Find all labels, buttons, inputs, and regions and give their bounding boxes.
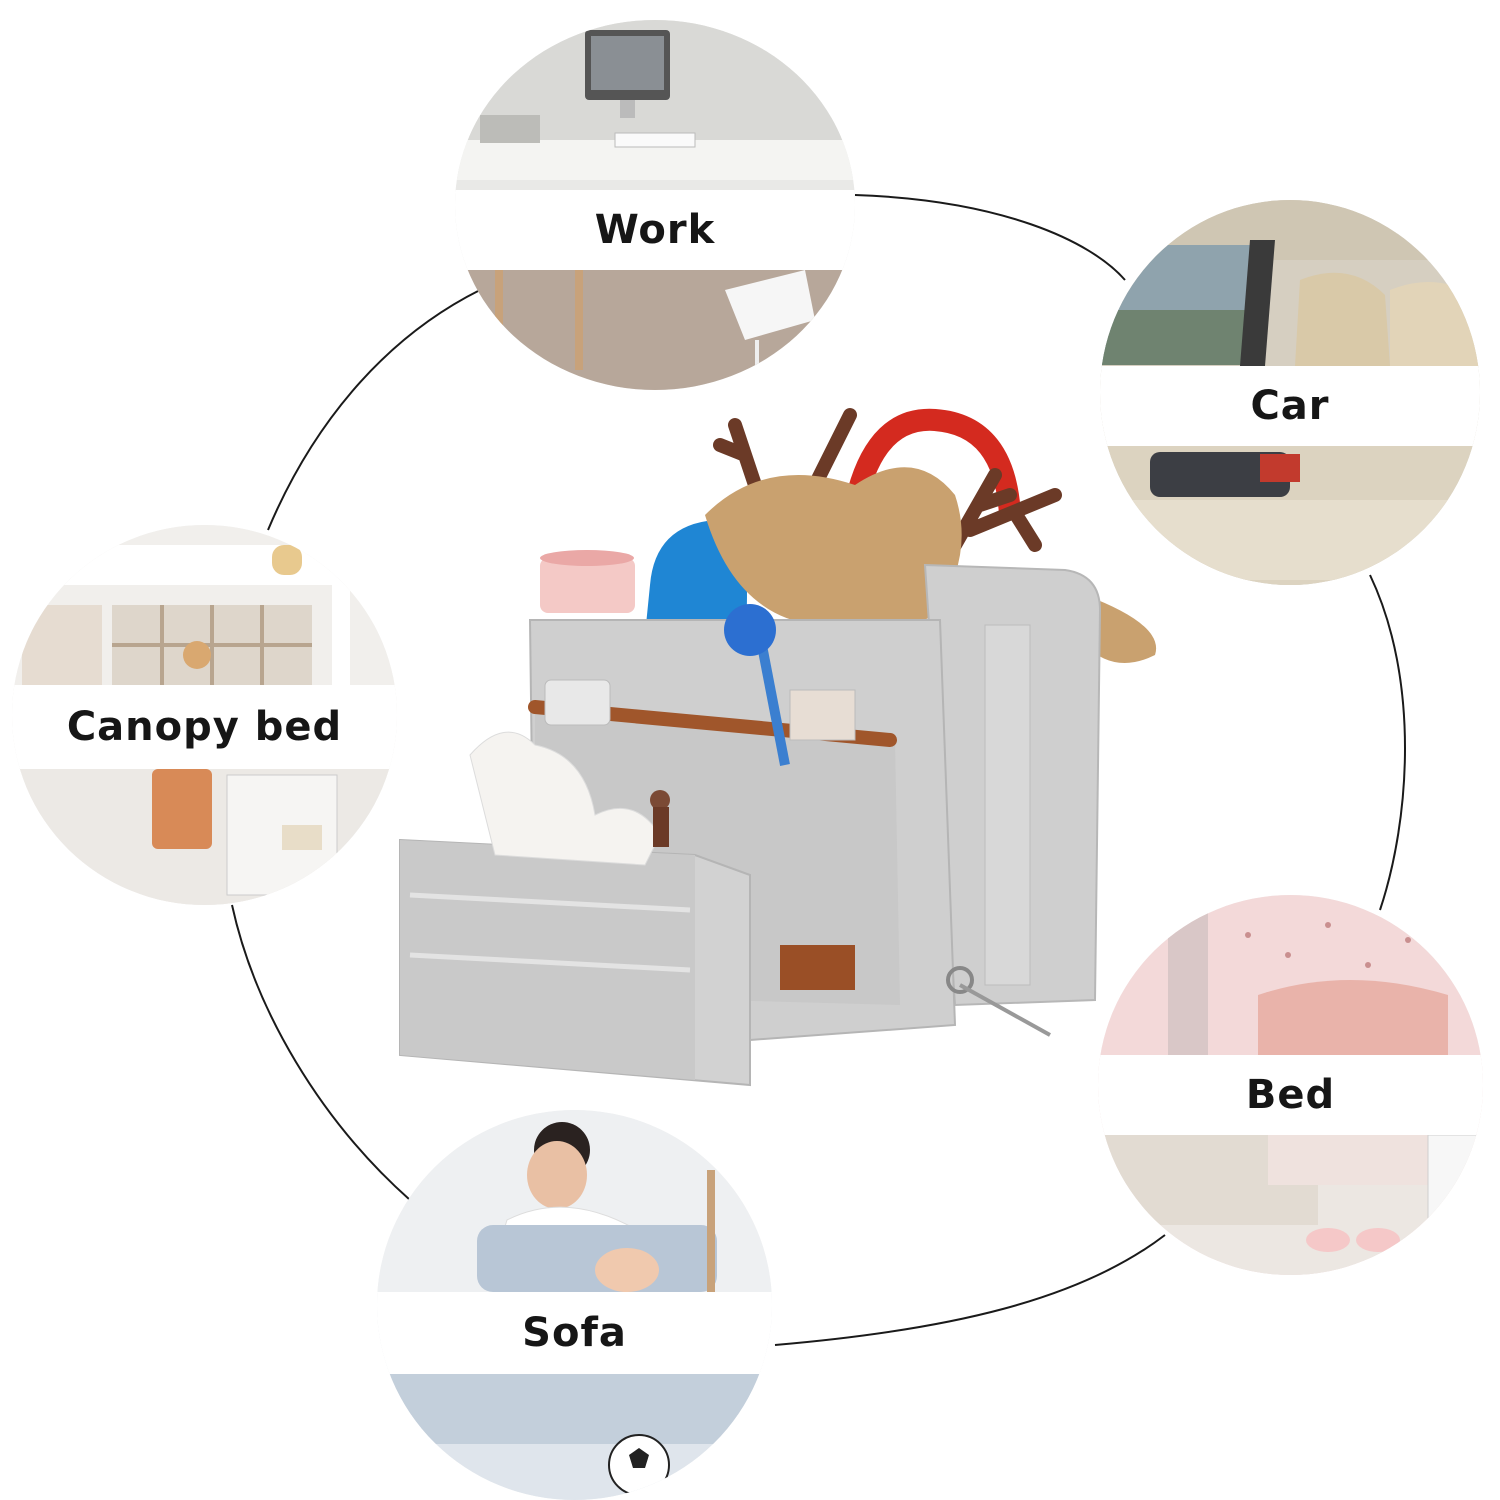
bed-label-band: Bed [1098,1055,1483,1135]
organizer-leather-tag [780,945,855,990]
car-label-band: Car [1100,366,1480,446]
canopy-bed-photo [12,525,397,905]
car-label: Car [1250,383,1330,429]
scene-bed: Bed [1098,895,1483,1275]
organizer-illustration [399,408,1157,1087]
scene-sofa: Sofa [377,1110,772,1500]
bed-label: Bed [1245,1072,1336,1118]
washi-tape-roll [540,558,635,613]
canopy-bed-label: Canopy bed [66,704,343,750]
connector-ring-path [231,194,1406,1346]
scene-car: Car [1100,200,1480,585]
sofa-label-band: Sofa [377,1292,772,1374]
work-label: Work [594,207,716,253]
product-felt-organizer [395,395,1175,1100]
tissue-paper [469,731,661,866]
work-label-band: Work [455,190,855,270]
sofa-label: Sofa [522,1310,627,1356]
scene-canopy-bed: Canopy bed [12,525,397,905]
scene-work: Work [455,20,855,390]
organizer-red-handle [839,408,1021,537]
tan-plush-reindeer [705,467,962,633]
plush-antlers [713,408,1062,552]
canopy-bed-label-band: Canopy bed [12,685,397,769]
